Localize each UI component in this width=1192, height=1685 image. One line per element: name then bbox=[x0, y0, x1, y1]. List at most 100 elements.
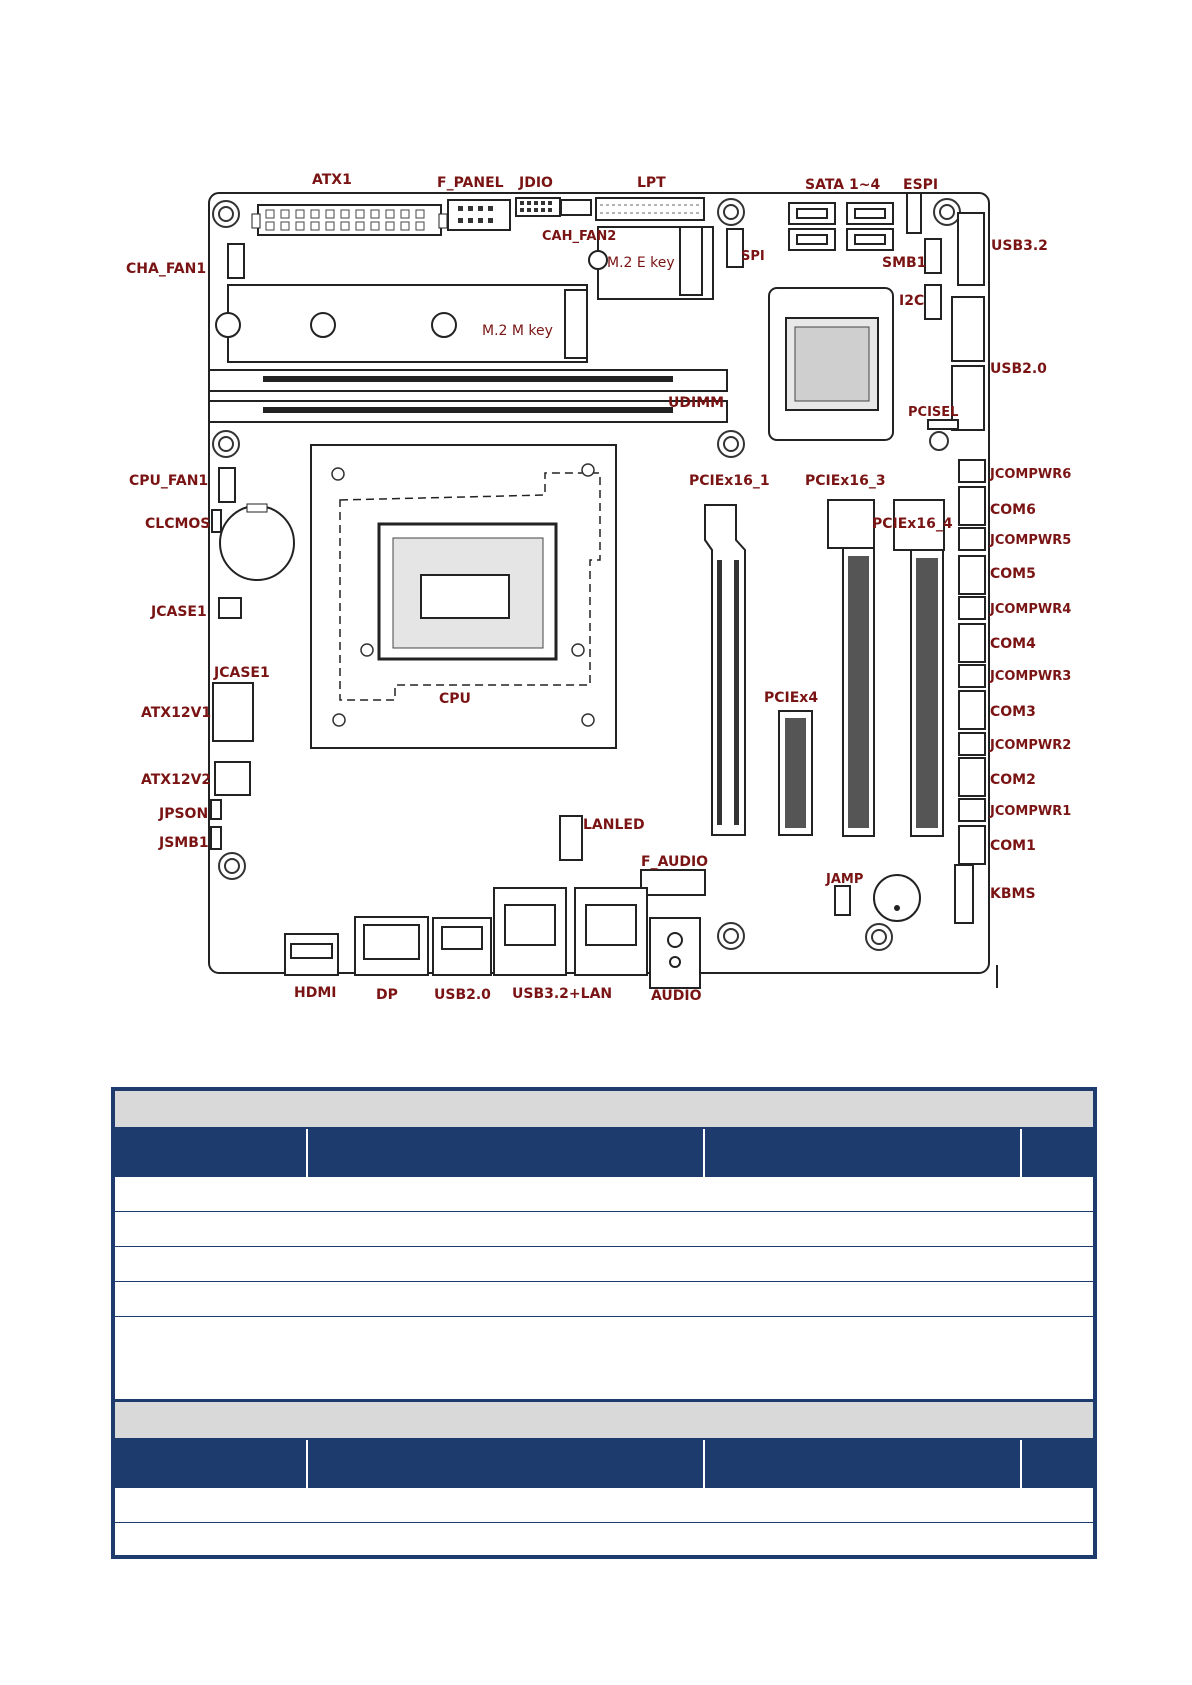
udimm-slots bbox=[208, 369, 728, 423]
lpt-header bbox=[595, 197, 705, 221]
pciex4-slot bbox=[778, 710, 813, 836]
atx1-connector bbox=[251, 204, 448, 236]
label-hdmi: HDMI bbox=[294, 985, 336, 1001]
label-f-panel: F_PANEL bbox=[437, 175, 504, 191]
label-sata: SATA 1~4 bbox=[805, 177, 880, 193]
rear-io bbox=[284, 887, 701, 989]
spi-header bbox=[726, 228, 744, 268]
label-jamp: JAMP bbox=[825, 872, 863, 887]
label-kbms: KBMS bbox=[990, 886, 1036, 902]
label-cpu-fan1: CPU_FAN1 bbox=[129, 473, 208, 489]
component-labels: ATX1 F_PANEL JDIO LPT SATA 1~4 ESPI USB3… bbox=[126, 172, 1071, 1004]
label-atx12v1: ATX12V1 bbox=[141, 705, 211, 721]
label-com3: COM3 bbox=[990, 704, 1036, 720]
com-jcompwr-headers bbox=[958, 459, 986, 865]
cha-fan1-header bbox=[227, 243, 245, 279]
kbms-header bbox=[954, 864, 974, 924]
spec-table-2 bbox=[111, 1400, 1097, 1559]
table-row bbox=[115, 1488, 1093, 1523]
label-jcase1-b: JCASE1 bbox=[213, 665, 270, 681]
label-lanled: LANLED bbox=[583, 817, 645, 833]
lanled-header bbox=[559, 815, 583, 861]
m2-m-key-slot bbox=[215, 284, 588, 363]
spec-table-1 bbox=[111, 1087, 1097, 1403]
sata-connectors bbox=[788, 202, 894, 251]
label-dp: DP bbox=[376, 987, 398, 1003]
i2c-header bbox=[924, 284, 942, 320]
table-row bbox=[115, 1177, 1093, 1212]
jamp-jumper bbox=[834, 885, 851, 916]
label-f-audio: F_AUDIO bbox=[641, 854, 708, 870]
label-com5: COM5 bbox=[990, 566, 1036, 582]
label-atx1: ATX1 bbox=[312, 172, 352, 188]
label-spi: SPI bbox=[741, 249, 765, 264]
table-title-bar bbox=[115, 1400, 1093, 1440]
pciex16-4-slot bbox=[893, 499, 945, 837]
buzzer bbox=[873, 874, 921, 922]
jpson-jumper bbox=[210, 799, 222, 820]
label-jcompwr2: JCOMPWR2 bbox=[989, 738, 1071, 753]
jdio-header bbox=[515, 197, 561, 217]
label-atx12v2: ATX12V2 bbox=[141, 772, 211, 788]
table-title-bar bbox=[115, 1091, 1093, 1129]
cpu-socket bbox=[310, 444, 617, 749]
label-cpu: CPU bbox=[439, 691, 471, 707]
motherboard-layout-diagram: ATX1 F_PANEL JDIO LPT SATA 1~4 ESPI USB3… bbox=[126, 172, 1071, 1004]
label-pciex4: PCIEx4 bbox=[764, 690, 818, 706]
label-jpson: JPSON bbox=[158, 806, 208, 822]
mounting-holes bbox=[212, 198, 961, 951]
usb20-header-1 bbox=[951, 296, 985, 362]
label-jcompwr6: JCOMPWR6 bbox=[989, 467, 1071, 482]
label-com2: COM2 bbox=[990, 772, 1036, 788]
table-header-row bbox=[115, 1440, 1093, 1488]
espi-header bbox=[906, 192, 922, 234]
table-row bbox=[115, 1317, 1093, 1389]
label-jcompwr4: JCOMPWR4 bbox=[989, 602, 1071, 617]
pciex16-3-slot bbox=[827, 499, 875, 837]
label-pcisel: PCISEL bbox=[908, 405, 958, 420]
usb20-header-2 bbox=[951, 365, 985, 431]
chipset bbox=[768, 287, 894, 441]
jcase1-header bbox=[218, 597, 242, 619]
label-udimm: UDIMM bbox=[668, 395, 724, 411]
audio-port bbox=[649, 917, 701, 989]
cmos-battery bbox=[219, 503, 295, 581]
label-audio: AUDIO bbox=[651, 988, 702, 1004]
label-usb20-bottom: USB2.0 bbox=[434, 987, 491, 1003]
table-row bbox=[115, 1212, 1093, 1247]
label-usb32-lan: USB3.2+LAN bbox=[512, 986, 612, 1002]
label-jcase1-a: JCASE1 bbox=[150, 604, 207, 620]
label-m2-e-key: M.2 E key bbox=[607, 255, 675, 271]
label-usb20-top: USB2.0 bbox=[990, 361, 1047, 377]
label-m2-m-key: M.2 M key bbox=[482, 323, 553, 339]
pcisel-jumper bbox=[927, 419, 959, 430]
table-row bbox=[115, 1523, 1093, 1558]
label-cah-fan2: CAH_FAN2 bbox=[542, 229, 616, 244]
cah-fan2-header bbox=[560, 199, 592, 216]
label-espi: ESPI bbox=[903, 177, 938, 193]
atx12v2-connector bbox=[214, 761, 251, 796]
label-cha-fan1: CHA_FAN1 bbox=[126, 261, 206, 277]
pciex16-1-slot bbox=[704, 504, 746, 836]
clcmos-jumper bbox=[211, 509, 222, 533]
label-jcompwr1: JCOMPWR1 bbox=[989, 804, 1071, 819]
table-header-row bbox=[115, 1129, 1093, 1177]
label-com6: COM6 bbox=[990, 502, 1036, 518]
label-jcompwr5: JCOMPWR5 bbox=[989, 533, 1071, 548]
label-i2c: I2C bbox=[899, 293, 924, 309]
label-usb32-top: USB3.2 bbox=[991, 238, 1048, 254]
label-pciex16-1: PCIEx16_1 bbox=[689, 473, 770, 489]
cpu-fan1-header bbox=[218, 467, 236, 503]
atx12v1-connector bbox=[212, 682, 254, 742]
label-jsmb1: JSMB1 bbox=[158, 835, 209, 851]
label-smb1: SMB1 bbox=[882, 255, 926, 271]
label-com1: COM1 bbox=[990, 838, 1036, 854]
m2-e-key-slot bbox=[588, 226, 714, 300]
label-lpt: LPT bbox=[637, 175, 666, 191]
table-row bbox=[115, 1282, 1093, 1317]
smb1-header bbox=[924, 238, 942, 274]
label-jcompwr3: JCOMPWR3 bbox=[989, 669, 1071, 684]
label-pciex16-3: PCIEx16_3 bbox=[805, 473, 886, 489]
label-com4: COM4 bbox=[990, 636, 1036, 652]
usb32-header bbox=[957, 212, 985, 286]
